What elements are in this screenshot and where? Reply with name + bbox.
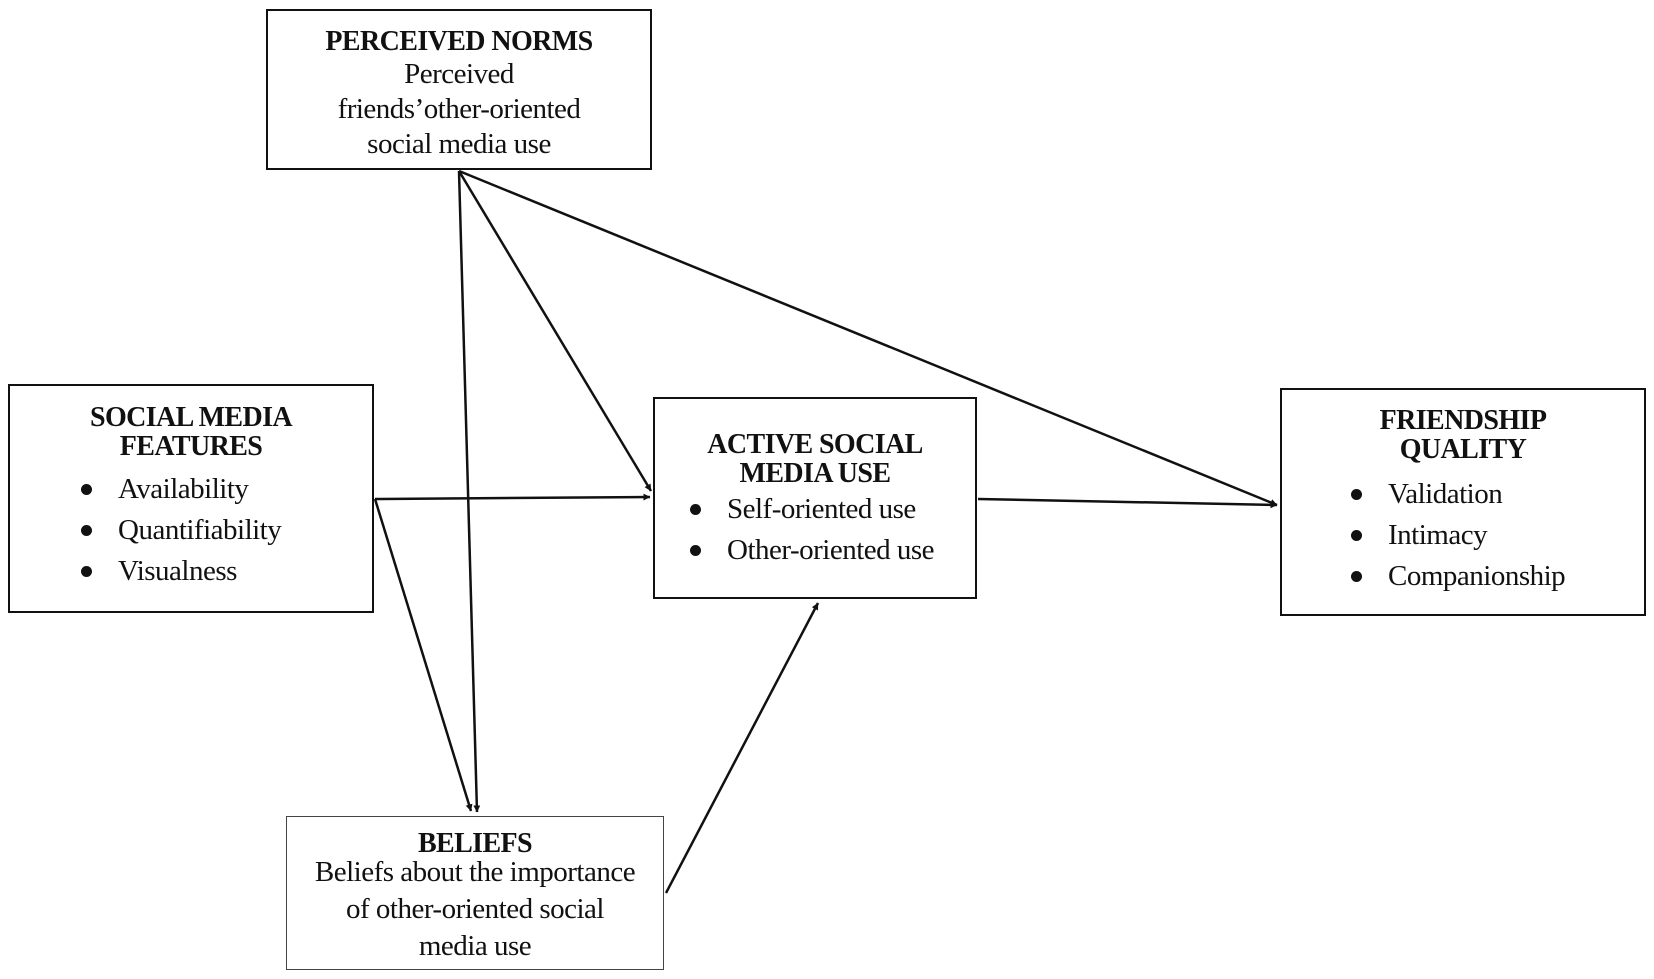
bullet-icon <box>690 545 701 556</box>
list-item-label: Quantifiability <box>118 514 282 546</box>
list-item: Other-oriented use <box>690 530 975 571</box>
friendship-quality-title: FRIENDSHIP QUALITY <box>1282 406 1644 464</box>
active-social-media-use-title-line: MEDIA USE <box>739 458 892 489</box>
list-item-label: Visualness <box>118 555 237 587</box>
perceived-norms-box: PERCEIVED NORMS Perceived friends’other-… <box>266 9 652 170</box>
list-item: Self-oriented use <box>690 489 975 530</box>
active-social-media-use-title: ACTIVE SOCIAL MEDIA USE <box>655 430 975 488</box>
perceived-norms-description: Perceived friends’other-oriented social … <box>268 57 650 162</box>
bullet-icon <box>81 566 92 577</box>
list-item: Validation <box>1351 474 1644 515</box>
bullet-icon <box>81 484 92 495</box>
active-social-media-use-title-line: ACTIVE SOCIAL <box>707 429 923 460</box>
list-item: Availability <box>81 469 372 510</box>
list-item: Quantifiability <box>81 510 372 551</box>
perceived-norms-line: friends’other-oriented <box>337 93 581 125</box>
list-item-label: Other-oriented use <box>727 534 935 566</box>
active-social-media-use-box: ACTIVE SOCIAL MEDIA USE Self-oriented us… <box>653 397 977 599</box>
perceived-norms-line: social media use <box>367 128 551 160</box>
list-item-label: Validation <box>1388 478 1503 510</box>
list-item-label: Self-oriented use <box>727 493 916 525</box>
arrow-beliefs-to-active-use <box>664 602 820 894</box>
list-item-label: Companionship <box>1388 560 1566 592</box>
social-media-features-title-line: FEATURES <box>119 431 263 462</box>
bullet-icon <box>1351 530 1362 541</box>
beliefs-line: of other-oriented social <box>346 893 604 925</box>
list-item: Intimacy <box>1351 515 1644 556</box>
perceived-norms-line: Perceived <box>404 58 514 90</box>
social-media-features-list: Availability Quantifiability Visualness <box>81 469 372 592</box>
beliefs-box: BELIEFS Beliefs about the importance of … <box>286 816 664 970</box>
arrow-norms-to-friendship-quality <box>458 169 1278 507</box>
friendship-quality-title-line: FRIENDSHIP <box>1379 405 1547 436</box>
social-media-features-title: SOCIAL MEDIA FEATURES <box>10 403 372 461</box>
beliefs-line: Beliefs about the importance <box>314 856 636 888</box>
beliefs-line: media use <box>418 930 532 962</box>
friendship-quality-title-line: QUALITY <box>1399 434 1527 465</box>
list-item-label: Intimacy <box>1388 519 1488 551</box>
social-media-features-title-line: SOCIAL MEDIA <box>89 402 293 433</box>
bullet-icon <box>690 504 701 515</box>
friendship-quality-list: Validation Intimacy Companionship <box>1351 474 1644 597</box>
perceived-norms-title: PERCEIVED NORMS <box>325 26 593 57</box>
arrow-features-to-beliefs <box>373 498 473 812</box>
arrow-features-to-active-use <box>374 493 651 501</box>
beliefs-title: BELIEFS <box>417 828 533 859</box>
list-item-label: Availability <box>118 473 249 505</box>
bullet-icon <box>1351 489 1362 500</box>
friendship-quality-box: FRIENDSHIP QUALITY Validation Intimacy C… <box>1280 388 1646 616</box>
arrow-norms-to-active-use <box>457 170 653 492</box>
list-item: Companionship <box>1351 556 1644 597</box>
social-media-features-box: SOCIAL MEDIA FEATURES Availability Quant… <box>8 384 374 613</box>
arrow-norms-to-beliefs <box>457 170 481 813</box>
arrow-active-use-to-friendship-quality <box>977 497 1278 509</box>
bullet-icon <box>81 525 92 536</box>
active-social-media-use-list: Self-oriented use Other-oriented use <box>690 489 975 571</box>
beliefs-description: Beliefs about the importance of other-or… <box>287 854 663 965</box>
bullet-icon <box>1351 571 1362 582</box>
list-item: Visualness <box>81 551 372 592</box>
